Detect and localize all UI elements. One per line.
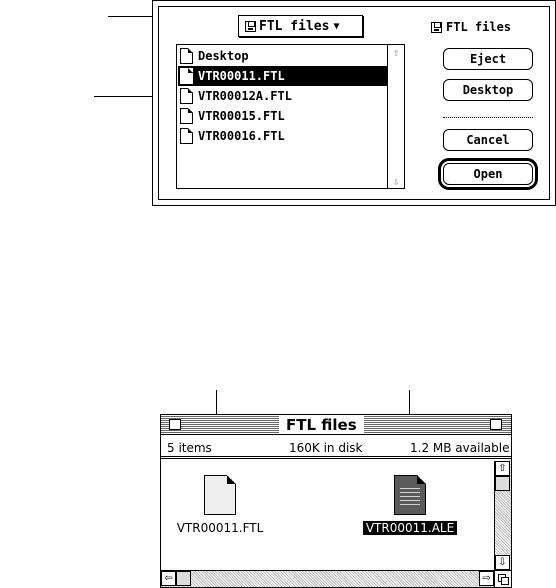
scroll-down-arrow-icon[interactable]: ⇩ <box>495 555 510 570</box>
file-list-item[interactable]: VTR00012A.FTL <box>178 86 387 106</box>
document-icon <box>180 128 193 144</box>
text-document-icon <box>394 475 426 515</box>
file-name: VTR00016.FTL <box>198 129 285 143</box>
document-icon <box>180 48 193 64</box>
scroll-thumb[interactable] <box>176 571 191 586</box>
available-space: 1.2 MB available <box>410 441 510 455</box>
callout-line-file-list <box>94 96 183 97</box>
volume-label: FTL files <box>431 20 511 34</box>
volume-name: FTL files <box>446 20 512 34</box>
desktop-button[interactable]: Desktop <box>443 79 533 101</box>
file-name: VTR00011.FTL <box>198 69 285 83</box>
file-list-item-selected[interactable]: VTR00011.FTL <box>178 66 387 86</box>
scroll-thumb[interactable] <box>495 476 510 491</box>
document-icon <box>204 475 236 515</box>
file-name: VTR00015.FTL <box>198 109 285 123</box>
folder-popup-label: FTL files <box>259 18 330 34</box>
disk-usage: 160K in disk <box>289 441 363 455</box>
dialog-frame <box>158 6 550 200</box>
resize-grow-box-icon[interactable] <box>494 570 511 587</box>
scroll-up-arrow-icon[interactable]: ⇧ <box>495 461 510 476</box>
button-divider <box>443 117 533 118</box>
scroll-left-arrow-icon[interactable]: ⇦ <box>161 571 176 586</box>
open-button[interactable]: Open <box>438 158 538 190</box>
file-list-item-desktop[interactable]: Desktop <box>178 46 387 66</box>
file-list-scrollbar[interactable]: ⇧ ⇩ <box>387 45 404 188</box>
file-list-item[interactable]: VTR00016.FTL <box>178 126 387 146</box>
file-icon-label: VTR00011.FTL <box>176 521 264 535</box>
scroll-right-arrow-icon[interactable]: ⇨ <box>479 571 494 586</box>
window-content: VTR00011.FTL VTR00011.ALE <box>161 461 494 570</box>
eject-button[interactable]: Eject <box>443 48 533 70</box>
window-info-bar: 5 items 160K in disk 1.2 MB available <box>161 436 511 459</box>
finder-window: FTL files 5 items 160K in disk 1.2 MB av… <box>160 414 512 588</box>
close-box-icon[interactable] <box>169 419 181 430</box>
zoom-box-icon[interactable] <box>490 419 502 430</box>
document-icon <box>180 88 193 104</box>
scroll-down-arrow-icon[interactable]: ⇩ <box>392 174 400 188</box>
horizontal-scrollbar[interactable]: ⇦ ⇨ <box>161 570 494 587</box>
floppy-disk-icon <box>431 21 442 33</box>
file-list[interactable]: Desktop VTR00011.FTL VTR00012A.FTL VTR00… <box>176 44 405 189</box>
file-icon-ftl[interactable]: VTR00011.FTL <box>165 475 275 535</box>
file-name: Desktop <box>198 49 249 63</box>
file-icon-ale[interactable]: VTR00011.ALE <box>355 475 465 535</box>
file-icon-label-selected: VTR00011.ALE <box>362 521 458 535</box>
window-title-bar[interactable]: FTL files <box>161 415 511 435</box>
file-name: VTR00012A.FTL <box>198 89 292 103</box>
document-icon <box>180 68 193 84</box>
folder-popup-menu[interactable]: FTL files ▼ <box>238 15 363 37</box>
file-list-item[interactable]: VTR00015.FTL <box>178 106 387 126</box>
document-icon <box>180 108 193 124</box>
floppy-disk-icon <box>245 20 256 32</box>
window-title: FTL files <box>279 416 364 434</box>
item-count: 5 items <box>167 441 212 455</box>
vertical-scrollbar[interactable]: ⇧ ⇩ <box>494 461 511 570</box>
scroll-up-arrow-icon[interactable]: ⇧ <box>392 45 400 59</box>
cancel-button[interactable]: Cancel <box>443 129 533 151</box>
open-file-dialog: FTL files ▼ Desktop VTR00011.FTL VTR0001… <box>152 0 556 206</box>
popup-triangle-icon: ▼ <box>333 20 340 32</box>
